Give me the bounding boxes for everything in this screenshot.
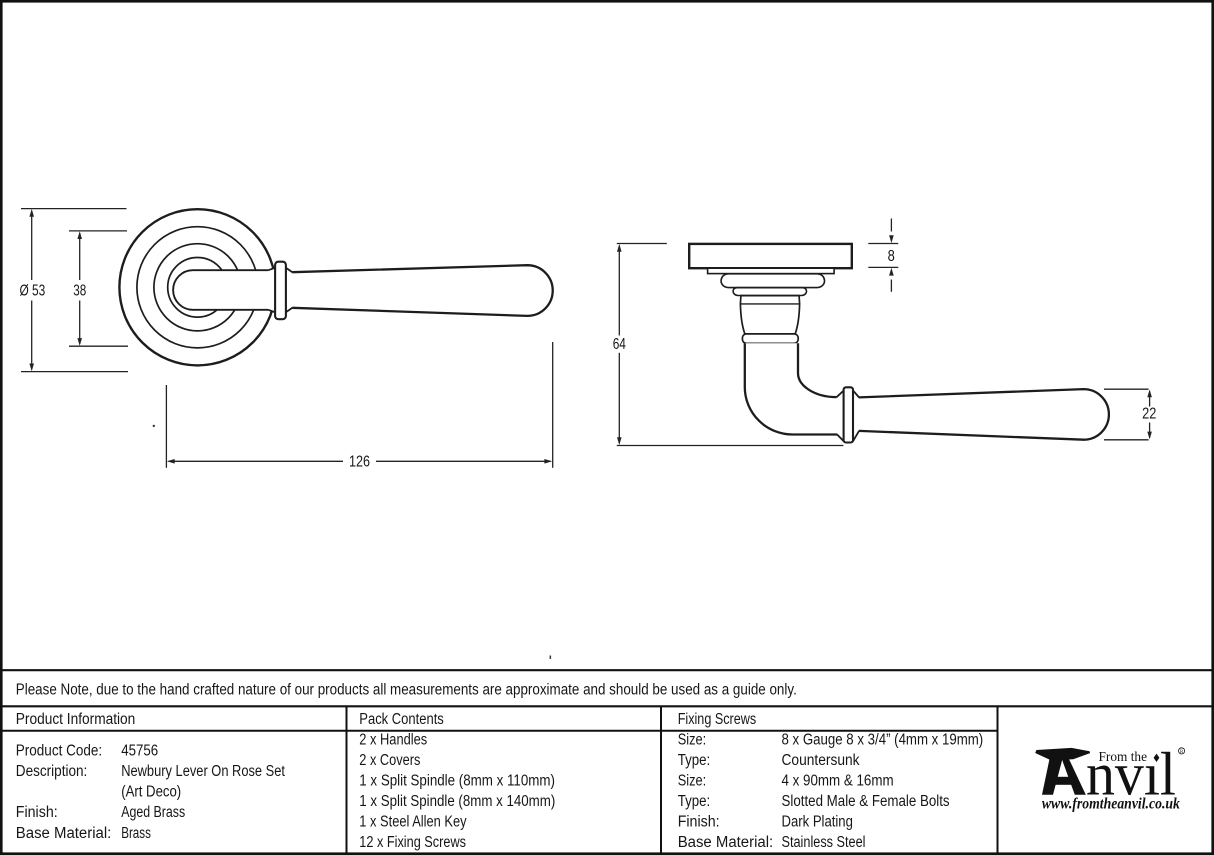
- svg-text:Newbury Lever On Rose Set: Newbury Lever On Rose Set: [121, 763, 285, 780]
- svg-text:8 x Gauge 8 x 3/4” (4mm x 19mm: 8 x Gauge 8 x 3/4” (4mm x 19mm): [782, 731, 984, 748]
- svg-text:126: 126: [349, 453, 370, 470]
- svg-text:38: 38: [73, 282, 86, 299]
- svg-text:Please Note, due to the hand c: Please Note, due to the hand crafted nat…: [16, 681, 797, 698]
- svg-text:Size:: Size:: [678, 773, 707, 790]
- svg-text:Size:: Size:: [678, 731, 707, 748]
- svg-text:8: 8: [888, 248, 895, 265]
- svg-text:1 x Steel Allen Key: 1 x Steel Allen Key: [359, 814, 467, 831]
- svg-text:Dark Plating: Dark Plating: [782, 814, 853, 831]
- svg-text:Finish:: Finish:: [678, 814, 720, 831]
- svg-text:Fixing Screws: Fixing Screws: [678, 711, 757, 728]
- svg-text:Product Code:: Product Code:: [16, 742, 102, 759]
- svg-text:2 x Handles: 2 x Handles: [359, 731, 427, 748]
- svg-text:Type:: Type:: [678, 752, 711, 769]
- svg-text:Countersunk: Countersunk: [782, 752, 860, 769]
- svg-text:Brass: Brass: [121, 825, 151, 842]
- svg-text:Base Material:: Base Material:: [678, 834, 774, 851]
- svg-text:nvıl: nvıl: [1086, 742, 1176, 809]
- svg-text:From the: From the: [1099, 750, 1148, 765]
- svg-text:Type:: Type:: [678, 793, 711, 810]
- svg-text:Pack Contents: Pack Contents: [359, 711, 444, 728]
- svg-text:www.fromtheanvil.co.uk: www.fromtheanvil.co.uk: [1042, 796, 1180, 813]
- svg-text:1 x Split Spindle (8mm x 140mm: 1 x Split Spindle (8mm x 140mm): [359, 793, 555, 810]
- svg-text:45756: 45756: [121, 742, 158, 759]
- svg-text:2 x Covers: 2 x Covers: [359, 752, 420, 769]
- svg-text:Base Material:: Base Material:: [16, 825, 112, 842]
- svg-text:R: R: [1180, 750, 1184, 755]
- svg-text:Ø 53: Ø 53: [20, 282, 46, 299]
- svg-text:(Art Deco): (Art Deco): [121, 784, 181, 801]
- svg-text:Slotted Male & Female Bolts: Slotted Male & Female Bolts: [782, 793, 950, 810]
- svg-text:Stainless Steel: Stainless Steel: [782, 834, 866, 851]
- svg-text:12 x Fixing Screws: 12 x Fixing Screws: [359, 834, 466, 851]
- svg-text:Description:: Description:: [16, 763, 88, 780]
- svg-text:Finish:: Finish:: [16, 804, 58, 821]
- svg-text:1 x Split Spindle (8mm x 110mm: 1 x Split Spindle (8mm x 110mm): [359, 773, 555, 790]
- svg-text:Aged Brass: Aged Brass: [121, 804, 185, 821]
- svg-text:22: 22: [1142, 406, 1156, 423]
- svg-text:Product Information: Product Information: [16, 711, 136, 728]
- svg-text:4 x 90mm & 16mm: 4 x 90mm & 16mm: [782, 773, 894, 790]
- svg-text:64: 64: [613, 336, 627, 353]
